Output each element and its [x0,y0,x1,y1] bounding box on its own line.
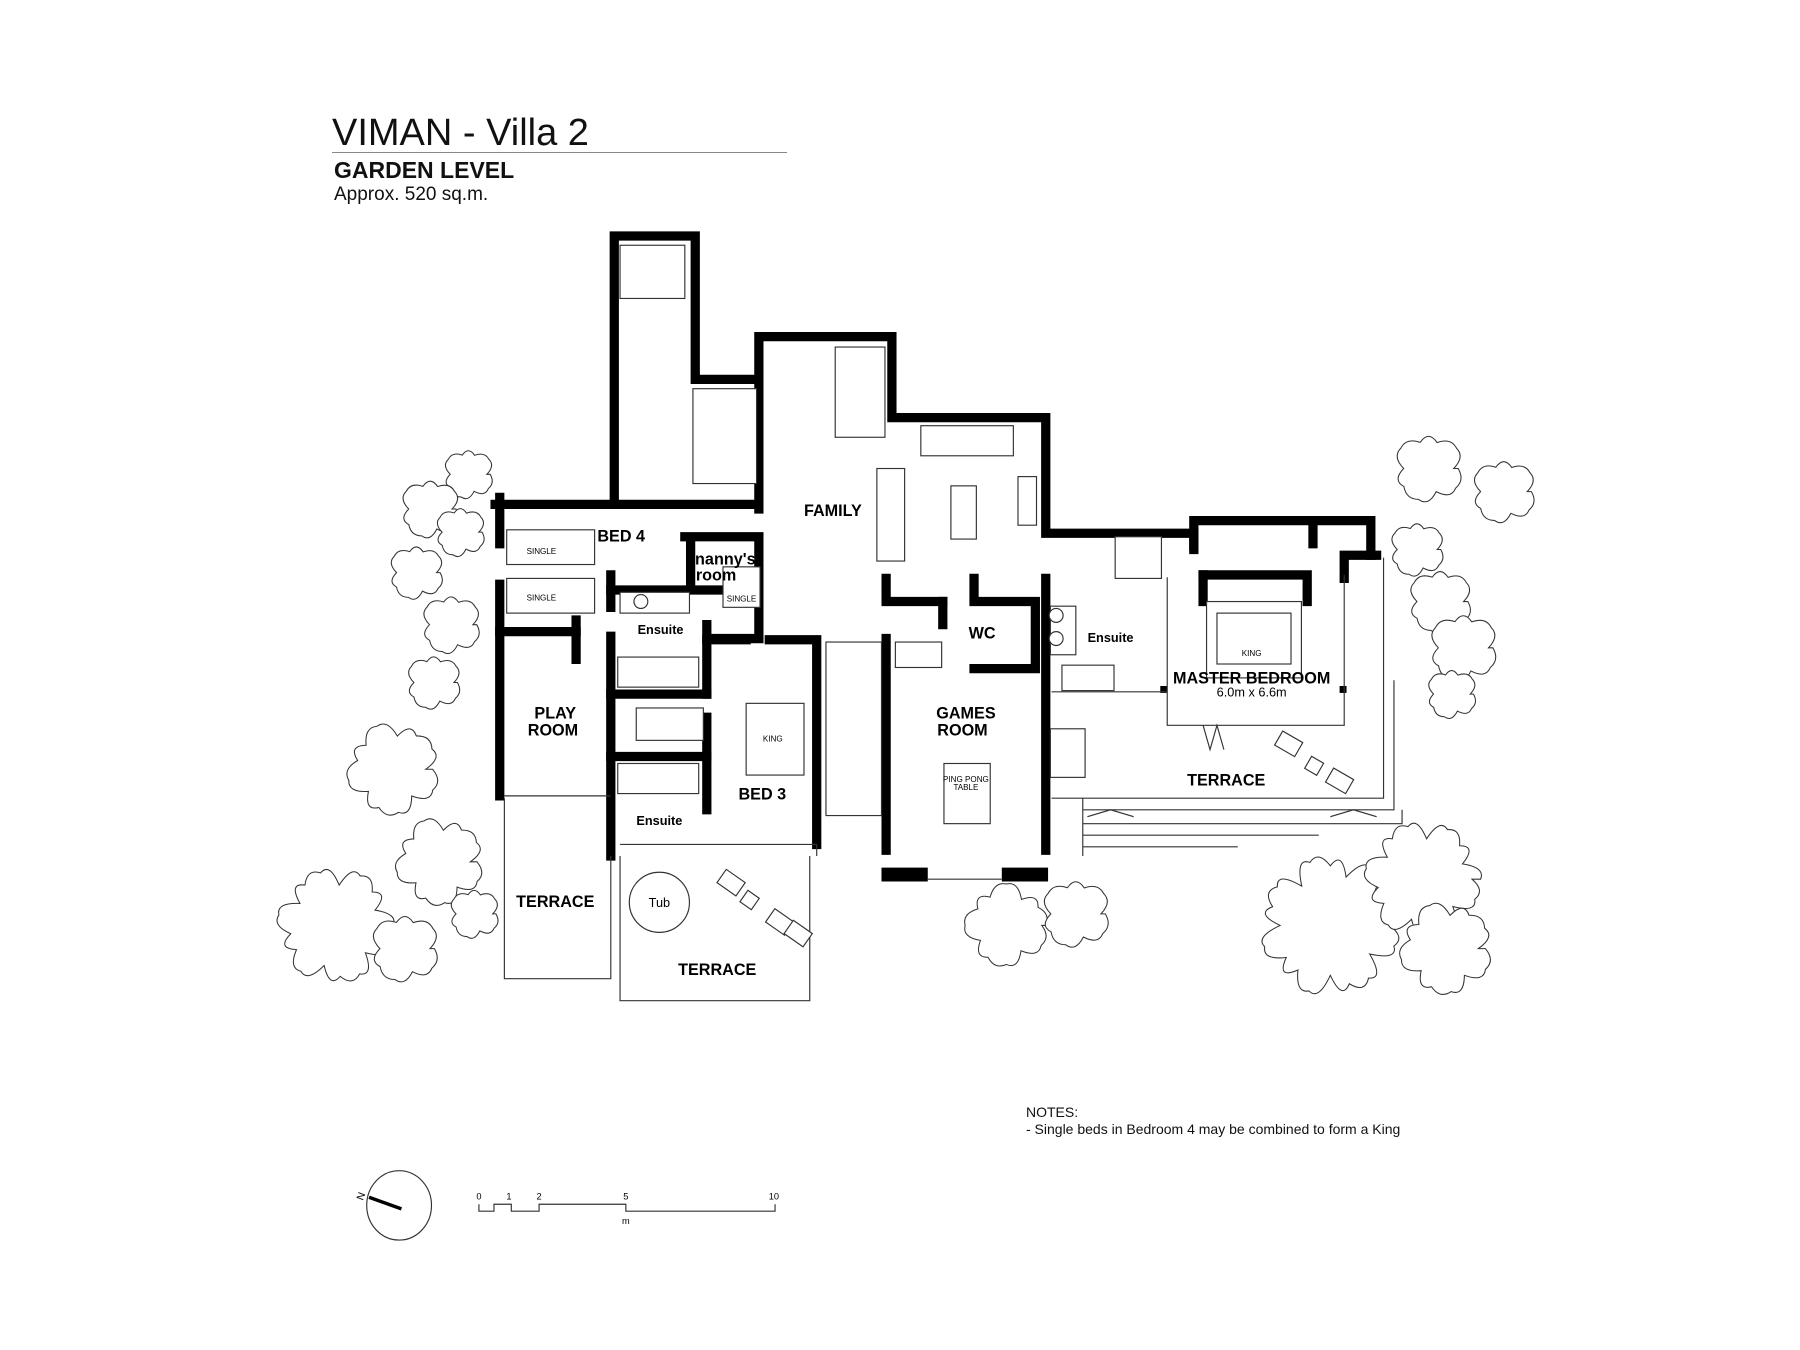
tree-icon [1474,461,1535,524]
north-arrow: N [355,1170,433,1241]
tree-icon [372,915,438,983]
scale-tick-10: 10 [769,1192,779,1202]
fixtures-and-furniture [503,244,1403,1002]
label-nanny-2: room [696,567,736,585]
label-master-bedroom: MASTER BEDROOM [1173,670,1330,688]
north-label: N [355,1191,368,1202]
label-nanny-1: nanny's [695,551,756,569]
tree-icon [408,656,461,710]
tree-icon [1399,902,1491,995]
label-terrace-play: TERRACE [516,893,594,911]
label-bed4: BED 4 [597,527,645,545]
label-single-nanny: SINGLE [727,595,757,604]
label-bed3: BED 3 [738,785,786,803]
tree-icon [346,723,439,816]
tree-icon [390,546,443,600]
scale-unit: m [622,1216,630,1226]
label-play-1: PLAY [534,704,576,722]
label-games-2: ROOM [937,722,987,740]
landscaping-trees [276,435,1535,995]
title-divider [332,152,787,153]
area-text: Approx. 520 sq.m. [334,184,489,205]
tree-icon [964,883,1048,967]
label-king-bed3: KING [763,735,783,744]
scale-tick-0: 0 [476,1192,481,1202]
plan-title: VIMAN - Villa 2 [332,112,589,154]
tree-icon [1043,881,1109,948]
label-ensuite-bed4: Ensuite [638,622,684,637]
scale-tick-2: 2 [536,1192,541,1202]
label-ensuite-bed3: Ensuite [636,813,682,828]
label-tub: Tub [649,895,670,910]
label-king-master: KING [1242,649,1262,658]
label-ping-pong-2: TABLE [953,783,979,792]
scale-tick-1: 1 [506,1192,511,1202]
label-family: FAMILY [804,502,862,520]
label-play-2: ROOM [528,722,578,740]
label-terrace-bed3: TERRACE [678,961,756,979]
tree-icon [395,818,483,906]
scale-tick-5: 5 [623,1192,628,1202]
walls [490,231,1382,882]
label-wc: WC [969,625,996,643]
label-single-2: SINGLE [527,593,557,602]
tree-icon [444,450,493,500]
notes-block: NOTES: - Single beds in Bedroom 4 may be… [1026,1104,1400,1138]
scale-bar: 0 1 2 5 10 m [476,1192,779,1226]
label-terrace-master: TERRACE [1187,771,1265,789]
label-ping-pong-1: PING PONG [943,775,989,784]
tree-icon [1428,670,1477,719]
tree-icon [450,889,499,939]
tree-icon [436,508,485,558]
room-labels: FAMILY BED 4 nanny's room Ensuite WC Ens… [516,502,1330,979]
level-name: GARDEN LEVEL [334,157,515,183]
label-ensuite-master: Ensuite [1088,630,1134,645]
label-games-1: GAMES [936,704,996,722]
tree-icon [423,596,480,655]
label-master-size: 6.0m x 6.6m [1217,684,1287,699]
note-item: - Single beds in Bedroom 4 may be combin… [1026,1121,1401,1137]
tree-icon [1396,435,1462,503]
tree-icon [1391,523,1444,577]
notes-heading: NOTES: [1026,1104,1079,1120]
label-single-1: SINGLE [527,547,557,556]
tree-icon [276,869,395,982]
north-arrow-needle [368,1195,402,1211]
tree-icon [1431,615,1497,682]
